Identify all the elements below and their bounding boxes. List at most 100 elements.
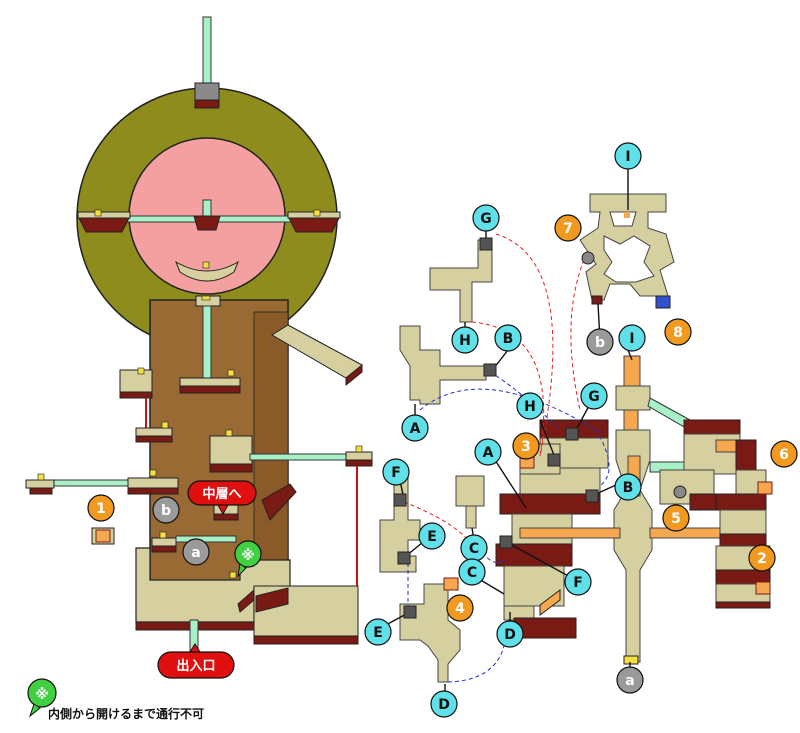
upper-floor-tag[interactable]: 中層へ: [187, 480, 257, 516]
marker-warp-d1[interactable]: D: [496, 620, 524, 648]
marker-item-n5[interactable]: 5: [662, 504, 690, 532]
tower-ledge-w1: [119, 369, 153, 393]
marker-item-n2[interactable]: 2: [748, 544, 776, 572]
legend-text: 内側から開けるまで通行不可: [48, 706, 204, 721]
marker-label: a: [191, 545, 200, 561]
marker-warp-g2[interactable]: G: [580, 382, 608, 410]
marker-warp-c2[interactable]: C: [458, 558, 486, 586]
chest-icon: [95, 529, 111, 543]
marker-label: 3: [521, 439, 531, 455]
stairs-icon: [565, 427, 579, 441]
marker-bubble: [664, 318, 692, 346]
entrance-label: 出入口: [176, 658, 215, 674]
marker-warp-e2[interactable]: E: [364, 618, 392, 646]
marker-warp-g1[interactable]: G: [472, 204, 500, 232]
marker-label: a: [625, 673, 634, 689]
marker-label: E: [373, 625, 383, 641]
marker-warp-i1[interactable]: I: [614, 142, 642, 170]
north-bridge: [202, 16, 212, 88]
marker-bubble: [614, 142, 642, 170]
marker-label: 6: [779, 447, 789, 463]
marker-bubble: [516, 392, 544, 420]
stairs-icon: [479, 237, 493, 251]
marker-bubble: [382, 458, 410, 486]
marker-stair-b1[interactable]: b: [152, 496, 180, 524]
marker-warp-c1[interactable]: C: [460, 534, 488, 562]
marker-bubble: [364, 618, 392, 646]
marker-label: A: [410, 421, 421, 437]
stairs-icon: [403, 605, 417, 619]
marker-item-n7[interactable]: 7: [554, 214, 582, 242]
room-h-b: [399, 325, 487, 405]
marker-label: H: [524, 399, 536, 415]
marker-label: 5: [671, 511, 681, 527]
marker-warp-f1[interactable]: F: [382, 458, 410, 486]
marker-warp-i2[interactable]: I: [618, 324, 646, 352]
marker-item-n3[interactable]: 3: [512, 432, 540, 460]
marker-item-n8[interactable]: 8: [664, 318, 692, 346]
marker-label: 4: [455, 601, 465, 617]
marker-warp-a2[interactable]: A: [474, 438, 502, 466]
tower-complex: [25, 16, 373, 657]
upper-floor-label: 中層へ: [202, 486, 241, 502]
tower-ledge-upper: [179, 377, 241, 387]
bridge-east-mid: [249, 453, 351, 461]
marker-bubble: [580, 382, 608, 410]
marker-bubble: [418, 522, 446, 550]
marker-bubble: [458, 558, 486, 586]
marker-warp-h2[interactable]: H: [516, 392, 544, 420]
stairs-icon: [393, 493, 407, 507]
marker-label: C: [467, 565, 477, 581]
marker-label: D: [504, 627, 516, 643]
marker-bubble: [616, 666, 644, 694]
marker-stair-a2[interactable]: a: [616, 666, 644, 694]
marker-bubble: [748, 544, 776, 572]
center-platform: [193, 215, 221, 231]
note-mark-map: ※: [241, 548, 255, 564]
marker-bubble: [512, 432, 540, 460]
marker-warp-b2[interactable]: B: [614, 473, 642, 501]
marker-bubble: [496, 620, 524, 648]
legend: ※ 内側から開けるまで通行不可: [27, 678, 204, 721]
slanted-block: [261, 483, 297, 521]
marker-warp-e1[interactable]: E: [418, 522, 446, 550]
tower-ledge-w2: [135, 427, 173, 437]
note-marker-map: ※: [234, 540, 262, 578]
room-c-north: [455, 475, 485, 507]
marker-bubble: [662, 504, 690, 532]
marker-label: 8: [673, 325, 683, 341]
chest-blue-icon: [655, 295, 671, 309]
marker-stair-a1[interactable]: a: [182, 538, 210, 566]
marker-label: I: [629, 331, 634, 347]
marker-label: G: [480, 211, 492, 227]
marker-label: F: [573, 575, 583, 591]
stairs-icon: [547, 453, 561, 467]
stairs-icon: [397, 551, 411, 565]
chest-icon: [757, 481, 773, 495]
marker-label: H: [459, 333, 471, 349]
marker-bubble: [430, 690, 458, 718]
marker-label: A: [483, 445, 494, 461]
marker-item-n6[interactable]: 6: [770, 440, 798, 468]
tower-block-mid: [209, 435, 253, 469]
marker-item-n4[interactable]: 4: [446, 594, 474, 622]
marker-bubble: [446, 594, 474, 622]
marker-warp-b1[interactable]: B: [494, 324, 522, 352]
marker-warp-h1[interactable]: H: [451, 326, 479, 354]
marker-warp-f2[interactable]: F: [564, 568, 592, 596]
marker-stair-b2[interactable]: b: [586, 328, 614, 356]
entrance-tag[interactable]: 出入口: [157, 643, 235, 679]
marker-bubble: [472, 204, 500, 232]
marker-item-n1[interactable]: 1: [87, 494, 115, 522]
marker-bubble: [586, 328, 614, 356]
inner-arc-ledge: [174, 260, 240, 282]
marker-label: G: [588, 389, 600, 405]
marker-label: 2: [757, 551, 767, 567]
marker-warp-d2[interactable]: D: [430, 690, 458, 718]
marker-bubble: [87, 494, 115, 522]
marker-label: b: [161, 503, 171, 519]
marker-label: b: [595, 335, 605, 351]
marker-warp-a1[interactable]: A: [401, 414, 429, 442]
legend-mark: ※: [35, 687, 49, 703]
